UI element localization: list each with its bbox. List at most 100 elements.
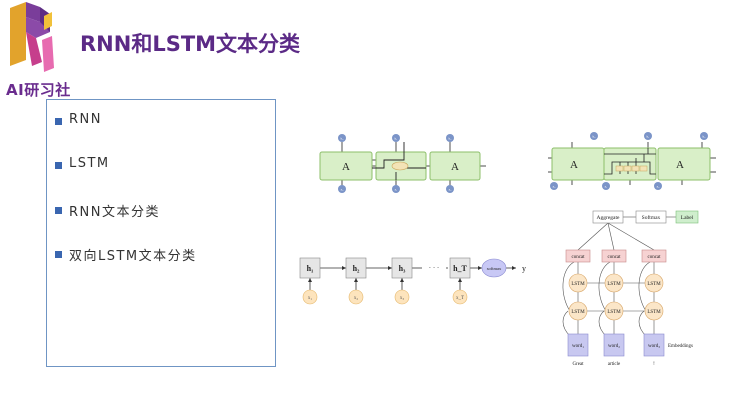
lstm-unrolled-diagram: A A h₀ h₁ h₂ x₀ x₁ x₂ (548, 132, 716, 190)
rnn-output-node (338, 134, 346, 142)
slide-title: RNN和LSTM文本分类 (80, 32, 301, 56)
list-item-label: 双向LSTM文本分类 (69, 249, 197, 264)
label-box (675, 210, 699, 224)
concat-box (601, 249, 627, 263)
hidden-state-box (391, 257, 413, 279)
lstm-forward-node (604, 273, 624, 293)
hidden-state-label: h₃ (399, 264, 406, 273)
lstm-forward-node (568, 273, 588, 293)
rnn-cell-label: A (342, 161, 350, 173)
input-label: x₂ (354, 296, 359, 301)
rnn-input-node (392, 185, 400, 193)
rnn-output-label: h₂ (449, 137, 453, 141)
softmax-box (635, 210, 667, 224)
list-item-label: LSTM (69, 156, 110, 171)
lstm-forward-node (644, 273, 664, 293)
lstm-input-node (602, 182, 610, 190)
brand-name: AI研习社 (6, 81, 71, 99)
square-bullet-icon (55, 207, 62, 214)
lstm-backward-node (644, 301, 664, 321)
lstm-output-node (590, 132, 598, 140)
lstm-label: LSTM (571, 310, 585, 315)
rnn-output-label: h₀ (341, 137, 345, 141)
ellipsis: · · · (429, 264, 440, 272)
rnn-output-node (392, 134, 400, 142)
lstm-input-label: x₂ (657, 185, 661, 189)
softmax-node (481, 258, 507, 278)
list-item: 双向LSTM文本分类 (47, 245, 272, 265)
list-item-label: RNN (69, 112, 102, 127)
lstm-cell (657, 147, 711, 181)
lstm-input-node (654, 182, 662, 190)
concat-box (641, 249, 667, 263)
input-label: x₃ (400, 296, 405, 301)
aggregate-box (592, 210, 624, 224)
word-embedding-box (643, 333, 665, 357)
square-bullet-icon (55, 251, 62, 258)
lstm-output-node (644, 132, 652, 140)
rnn-input-label: x₁ (395, 188, 398, 192)
input-node (394, 289, 410, 305)
word-label: word₂ (608, 344, 620, 349)
lstm-input-label: x₁ (605, 185, 608, 189)
ai-yanxishe-logo-icon (10, 2, 54, 72)
rnn-input-node (338, 185, 346, 193)
topic-list-panel: RNN LSTM RNN文本分类 双向LSTM文本分类 (46, 99, 276, 367)
lstm-label: LSTM (571, 282, 585, 287)
input-node (348, 289, 364, 305)
softmax-label: softmax (487, 266, 502, 271)
token-label: Great (572, 362, 584, 367)
concat-label: concat (647, 255, 661, 260)
list-item: RNN文本分类 (47, 201, 272, 221)
output-label: y (522, 264, 526, 273)
rnn-cell (429, 151, 481, 181)
lstm-label: LSTM (647, 310, 661, 315)
rnn-input-node (446, 185, 454, 193)
lstm-backward-node (568, 301, 588, 321)
lstm-cell (551, 147, 605, 181)
square-bullet-icon (55, 118, 62, 125)
rnn-cell (319, 151, 373, 181)
lstm-label: LSTM (607, 282, 621, 287)
lstm-backward-node (604, 301, 624, 321)
lstm-output-label: h₀ (593, 135, 597, 139)
hidden-state-label: h_T (453, 264, 467, 273)
word-label: word₁ (572, 344, 584, 349)
bilstm-classifier-diagram: Aggregate Softmax Label concat concat co… (562, 210, 699, 367)
concat-label: concat (571, 255, 585, 260)
word-label: word₃ (648, 344, 660, 349)
lstm-input-node (550, 182, 558, 190)
input-node (452, 289, 468, 305)
hidden-state-box (345, 257, 367, 279)
lstm-cell-label: A (570, 159, 578, 171)
rnn-input-label: x₀ (341, 188, 345, 192)
hidden-state-box (299, 257, 321, 279)
rnn-output-node (446, 134, 454, 142)
lstm-label: LSTM (647, 282, 661, 287)
hidden-state-label: h₁ (307, 264, 314, 273)
lstm-label: LSTM (607, 310, 621, 315)
rnn-output-label: h₁ (395, 137, 398, 141)
lstm-output-node (700, 132, 708, 140)
lstm-output-label: h₁ (647, 135, 650, 139)
hidden-state-box (449, 257, 471, 279)
rnn-cell-label: A (451, 161, 459, 173)
embeddings-label: Embeddings (668, 344, 693, 349)
square-bullet-icon (55, 162, 62, 169)
input-label: x₁ (308, 296, 313, 301)
word-embedding-box (603, 333, 625, 357)
label-text: Label (681, 215, 694, 221)
list-item: LSTM (47, 156, 272, 176)
lstm-input-label: x₀ (553, 185, 557, 189)
rnn-input-label: x₂ (449, 188, 453, 192)
lstm-cell-label: A (676, 159, 684, 171)
token-label: article (608, 362, 621, 367)
concat-box (565, 249, 591, 263)
input-node (302, 289, 318, 305)
concat-label: concat (607, 255, 621, 260)
list-item-label: RNN文本分类 (69, 205, 160, 220)
list-item: RNN (47, 112, 272, 132)
rnn-classifier-diagram: h₁ h₂ h₃ h_T · · · softmax y x₁ x₂ x₃ x_… (299, 257, 526, 305)
rnn-unrolled-diagram: A A h₀ h₁ h₂ x₀ x₁ x₂ (319, 134, 486, 193)
token-label: ! (653, 362, 655, 367)
